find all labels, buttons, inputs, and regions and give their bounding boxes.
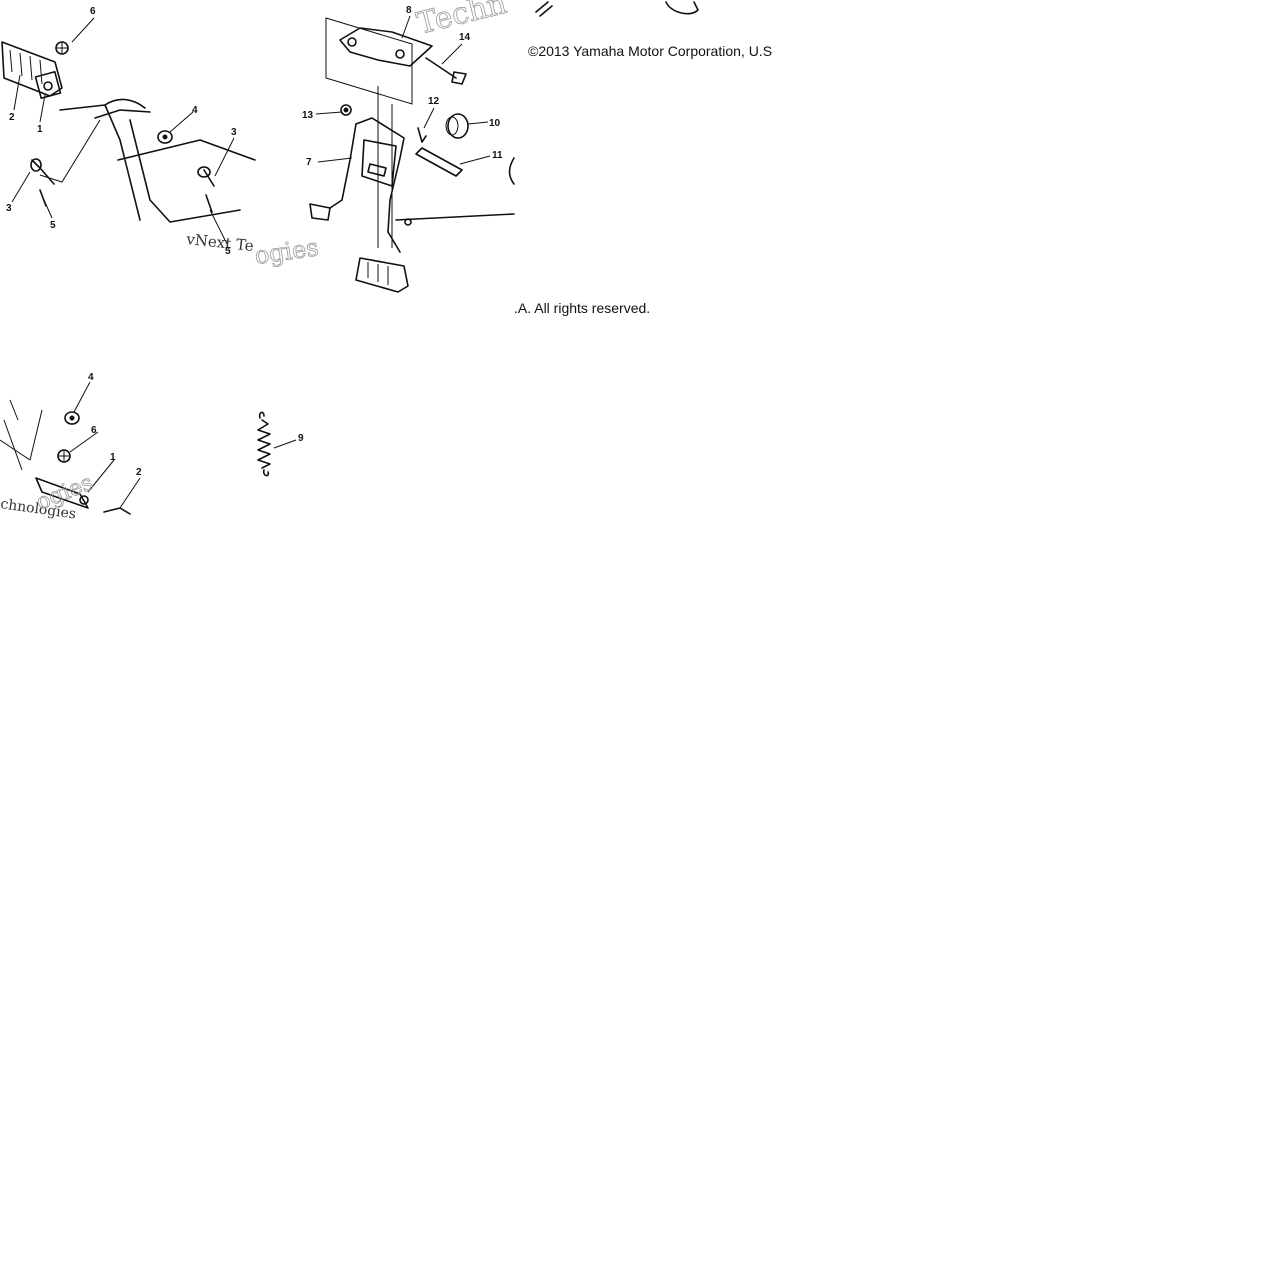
copyright-line-1: ©2013 Yamaha Motor Corporation, U.S bbox=[528, 43, 773, 59]
callout-6: 6 bbox=[90, 6, 96, 17]
callout-3: 3 bbox=[231, 127, 237, 138]
callout-2b: 2 bbox=[136, 467, 142, 478]
watermark: Techn vNext Te ogies chnologies ogies bbox=[0, 0, 511, 523]
leader-lines-center bbox=[315, 15, 491, 165]
callout-1b: 1 bbox=[110, 452, 116, 463]
footrest-assembly-right bbox=[0, 381, 141, 515]
callout-10: 10 bbox=[489, 118, 501, 129]
callout-3b: 3 bbox=[6, 203, 12, 214]
callout-14: 14 bbox=[459, 32, 471, 43]
leader-lines-left bbox=[11, 17, 235, 247]
spring-hook-top-right bbox=[535, 1, 699, 17]
spring-9 bbox=[257, 411, 297, 477]
callout-numbers: 6 2 1 4 3 3 5 5 8 14 13 12 10 11 7 4 6 1… bbox=[6, 5, 503, 478]
callout-4: 4 bbox=[192, 105, 198, 116]
callout-1: 1 bbox=[37, 124, 43, 135]
callout-5b: 5 bbox=[225, 246, 231, 257]
callout-7: 7 bbox=[306, 157, 312, 168]
callout-6b: 6 bbox=[91, 425, 97, 436]
callout-13: 13 bbox=[302, 110, 314, 121]
copyright-line-2: .A. All rights reserved. bbox=[514, 300, 651, 316]
callout-12: 12 bbox=[428, 96, 440, 107]
svg-text:ogies: ogies bbox=[253, 233, 320, 270]
callout-9: 9 bbox=[298, 433, 304, 444]
callout-11: 11 bbox=[492, 150, 503, 161]
center-stand-assembly bbox=[309, 17, 515, 293]
callout-4b: 4 bbox=[88, 372, 94, 383]
footrest-assembly-left bbox=[1, 41, 256, 223]
svg-text:vNext Te: vNext Te bbox=[185, 230, 255, 255]
callout-8: 8 bbox=[406, 5, 412, 16]
callout-2: 2 bbox=[9, 112, 15, 123]
callout-5: 5 bbox=[50, 220, 56, 231]
